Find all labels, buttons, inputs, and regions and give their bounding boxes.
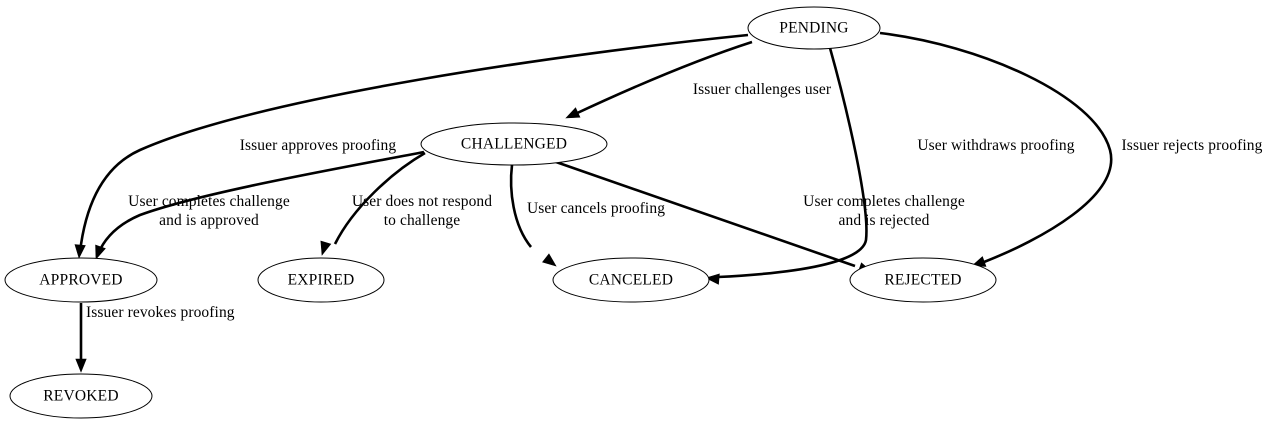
edge-label-line: Issuer challenges user xyxy=(693,81,832,98)
edge-line xyxy=(509,164,533,248)
edge-line xyxy=(555,160,856,268)
edge-label-pending-to-rejected: Issuer rejects proofing xyxy=(1122,137,1263,154)
node-pending[interactable]: PENDING xyxy=(747,6,881,50)
edge-label-line: User withdraws proofing xyxy=(917,137,1074,154)
edge-line xyxy=(879,31,1113,264)
node-ellipse-challenged[interactable] xyxy=(420,122,608,166)
edge-line xyxy=(78,33,749,253)
edge-arrowhead xyxy=(95,244,106,260)
node-canceled[interactable]: CANCELED xyxy=(552,257,710,303)
node-approved[interactable]: APPROVED xyxy=(4,257,158,303)
node-ellipse-approved[interactable] xyxy=(4,257,158,303)
node-label-challenged: CHALLENGED xyxy=(461,136,567,153)
edge-arrowhead xyxy=(320,240,332,256)
edge-label-challenged-to-rejected: User completes challenge and is rejected xyxy=(803,193,965,229)
node-rejected[interactable]: REJECTED xyxy=(849,257,997,303)
edge-pending-to-challenged xyxy=(565,40,753,119)
edge-label-challenged-to-canceled: User cancels proofing xyxy=(527,200,665,217)
edge-challenged-to-canceled xyxy=(509,164,557,267)
edge-label-line: User completes challenge xyxy=(128,193,290,210)
edges-layer xyxy=(74,31,1113,373)
nodes-layer: PENDING CHALLENGED APPROVED EXPIRED CANCELED… xyxy=(4,6,997,419)
node-ellipse-pending[interactable] xyxy=(747,6,881,50)
node-revoked[interactable]: REVOKED xyxy=(9,373,153,419)
node-label-revoked: REVOKED xyxy=(43,388,118,405)
edge-label-line: to challenge xyxy=(384,212,461,229)
edge-approved-to-revoked xyxy=(75,303,87,373)
node-label-pending: PENDING xyxy=(779,20,848,37)
edge-label-line: Issuer approves proofing xyxy=(240,137,397,154)
edge-line xyxy=(717,47,868,279)
node-ellipse-rejected[interactable] xyxy=(849,257,997,303)
edge-label-pending-to-challenged: Issuer challenges user xyxy=(693,81,832,98)
edge-label-pending-to-approved: Issuer approves proofing xyxy=(240,137,397,154)
edge-line xyxy=(333,151,426,245)
edge-label-line: User cancels proofing xyxy=(527,200,665,217)
edge-label-line: and is rejected xyxy=(838,212,929,229)
edge-pending-to-approved xyxy=(74,33,749,259)
node-label-approved: APPROVED xyxy=(39,272,122,289)
edge-line xyxy=(572,40,753,117)
edge-line xyxy=(96,150,425,255)
edge-arrowhead xyxy=(74,244,86,259)
node-label-canceled: CANCELED xyxy=(589,272,673,289)
node-ellipse-canceled[interactable] xyxy=(552,257,710,303)
edge-label-line: User does not respond xyxy=(352,193,492,210)
node-ellipse-expired[interactable] xyxy=(257,257,385,303)
edge-label-line: and is approved xyxy=(159,212,259,229)
node-label-expired: EXPIRED xyxy=(288,272,355,289)
edge-label-line: Issuer revokes proofing xyxy=(86,304,235,321)
edge-label-pending-to-canceled: User withdraws proofing xyxy=(917,137,1074,154)
edge-label-approved-to-revoked: Issuer revokes proofing xyxy=(86,304,235,321)
node-challenged[interactable]: CHALLENGED xyxy=(420,122,608,166)
edge-pending-to-canceled xyxy=(705,47,868,285)
edge-arrowhead xyxy=(705,273,720,285)
node-label-rejected: REJECTED xyxy=(884,272,961,289)
edge-arrowhead xyxy=(542,253,557,267)
node-expired[interactable]: EXPIRED xyxy=(257,257,385,303)
edge-arrowhead xyxy=(75,358,87,373)
edge-label-challenged-to-approved: User completes challenge and is approved xyxy=(128,193,290,229)
edge-challenged-to-approved xyxy=(95,150,425,260)
edge-arrowhead xyxy=(565,107,581,119)
node-ellipse-revoked[interactable] xyxy=(9,373,153,419)
edge-label-challenged-to-expired: User does not respond to challenge xyxy=(352,193,492,229)
edge-label-line: User completes challenge xyxy=(803,193,965,210)
edge-label-line: Issuer rejects proofing xyxy=(1122,137,1263,154)
edge-challenged-to-expired xyxy=(320,151,426,256)
